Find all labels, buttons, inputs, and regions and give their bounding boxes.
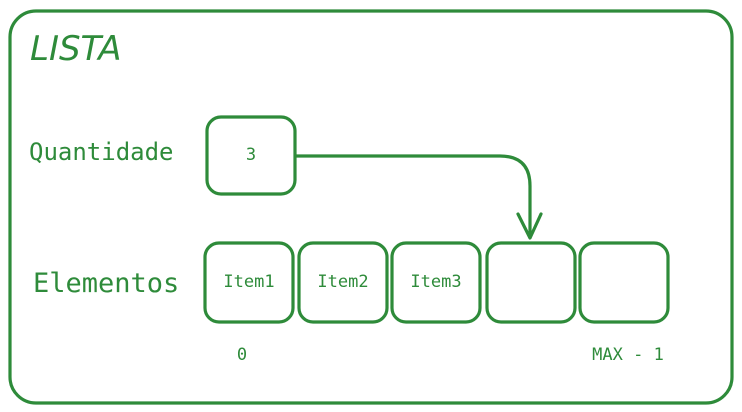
element-slot-4 (578, 241, 670, 324)
quantity-value: 3 (246, 145, 256, 165)
element-slot-3 (485, 241, 577, 324)
index-last: MAX - 1 (592, 345, 664, 365)
arrow-head (516, 212, 543, 240)
quantity-label: Quantidade (29, 138, 174, 166)
elements-array: Item1 Item2 Item3 (203, 241, 670, 324)
diagram-title: LISTA (30, 29, 121, 69)
element-slot-2 (390, 241, 482, 324)
element-slot-1 (297, 241, 389, 324)
elements-label: Elementos (33, 268, 179, 299)
element-slot-0-value: Item1 (223, 272, 274, 292)
next-free-slot-arrow (294, 154, 532, 238)
list-frame (8, 9, 734, 405)
index-first: 0 (237, 345, 247, 365)
element-slot-2-value: Item3 (410, 272, 461, 292)
element-slot-1-value: Item2 (317, 272, 368, 292)
element-slot-0 (203, 241, 295, 324)
